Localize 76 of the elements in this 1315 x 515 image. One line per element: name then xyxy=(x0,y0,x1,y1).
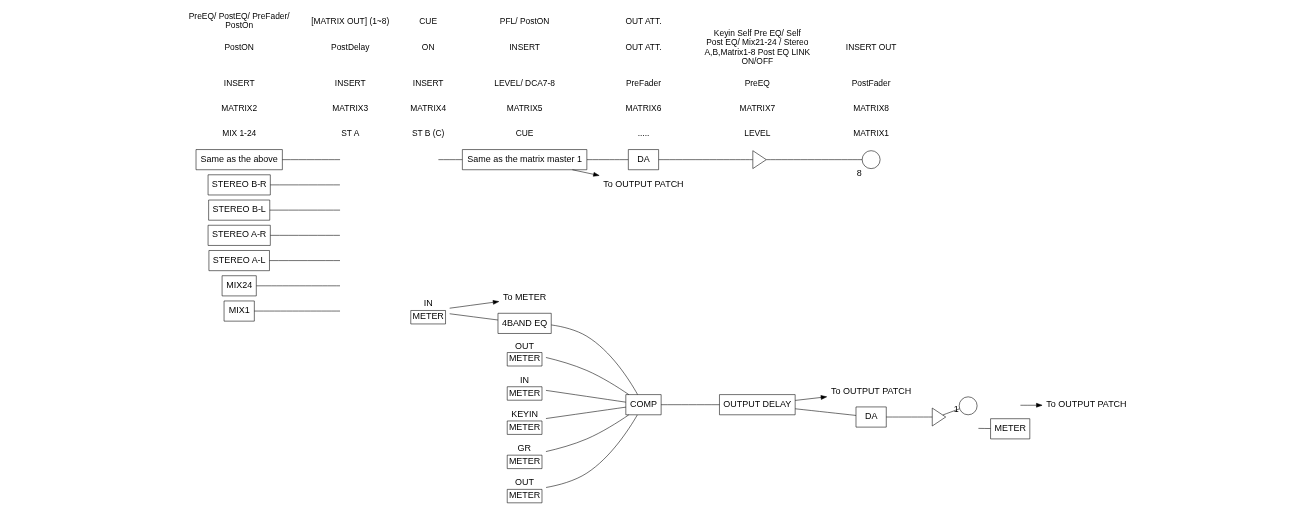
label: LEVEL xyxy=(744,128,771,139)
label: MATRIX5 xyxy=(506,103,543,114)
label: LEVEL/ DCA7-8 xyxy=(494,77,555,88)
label: MATRIX3 xyxy=(332,103,369,114)
label: MATRIX8 xyxy=(853,103,890,114)
label: OUT ATT. xyxy=(625,42,662,53)
label: PostFader xyxy=(851,77,891,88)
node-box: 4BAND EQ xyxy=(497,313,552,334)
node-circle xyxy=(861,150,881,169)
arrow xyxy=(449,300,500,309)
node-box: DA xyxy=(855,406,887,428)
node-box: METER xyxy=(990,418,1031,440)
node-box: STEREO A-L xyxy=(208,250,270,271)
node-triangle xyxy=(932,407,946,427)
node-label: 8 xyxy=(856,167,862,178)
label: ST B (C) xyxy=(411,128,445,139)
node-box: COMP xyxy=(625,394,662,416)
node-box: MIX1 xyxy=(223,300,255,322)
node-box: METER xyxy=(506,489,543,504)
label: MATRIX2 xyxy=(221,103,258,114)
label: Keyin Self Pre EQ/ Self Post EQ/ Mix21-24 / Stereo A,B,Matrix1-8 Post EQ LINK ON/OFF xyxy=(704,27,811,67)
label: INSERT xyxy=(412,77,444,88)
label: MATRIX6 xyxy=(625,103,662,114)
label: PreEQ/ PostEQ/ PreFader/ PostOn xyxy=(188,10,290,31)
node-box: STEREO B-L xyxy=(208,199,271,221)
label: MATRIX4 xyxy=(410,103,447,114)
node-box: METER xyxy=(410,310,446,325)
label: ON xyxy=(421,42,435,53)
node-box: MIX24 xyxy=(221,275,257,297)
label: CUE xyxy=(515,128,534,139)
arrow xyxy=(794,395,827,401)
node-label: IN xyxy=(520,374,530,385)
label: ..... xyxy=(637,128,650,139)
node-text: To METER xyxy=(502,292,547,303)
connector xyxy=(269,260,341,261)
label: PreFader xyxy=(625,77,662,88)
label: PostON xyxy=(224,42,254,53)
label: PFL/ PostON xyxy=(499,15,550,26)
label: OUT ATT. xyxy=(625,15,662,26)
node-text: To OUTPUT PATCH xyxy=(1046,399,1127,410)
node-text: To OUTPUT PATCH xyxy=(831,385,912,396)
node-circle xyxy=(958,396,978,416)
label: PreEQ xyxy=(744,77,770,88)
label: INSERT xyxy=(334,77,366,88)
arrow xyxy=(1020,403,1043,408)
node-box: METER xyxy=(506,386,543,401)
node-label: IN xyxy=(423,298,433,309)
label: CUE xyxy=(419,15,438,26)
node-box: DA xyxy=(628,149,659,171)
node-triangle xyxy=(752,150,767,169)
node-box: Same as the matrix master 1 xyxy=(462,149,588,171)
arrow xyxy=(572,169,600,177)
label: [MATRIX OUT] (1~8) xyxy=(311,15,390,26)
label: INSERT OUT xyxy=(845,42,897,53)
node-label: 1 xyxy=(953,403,959,414)
label: MATRIX1 xyxy=(853,128,890,139)
node-text: To OUTPUT PATCH xyxy=(603,179,684,190)
node-box: METER xyxy=(506,352,543,367)
node-box: METER xyxy=(506,454,543,469)
connector xyxy=(978,428,991,429)
label: MIX 1-24 xyxy=(222,128,257,139)
node-box: STEREO B-R xyxy=(207,174,271,196)
label: ST A xyxy=(341,128,360,139)
node-label: OUT xyxy=(515,340,535,351)
node-box: OUTPUT DELAY xyxy=(719,394,796,416)
label: PostDelay xyxy=(331,42,370,53)
label: INSERT xyxy=(509,42,540,53)
node-box: STEREO A-R xyxy=(207,225,271,246)
label: INSERT xyxy=(223,77,255,88)
node-box: Same as the above xyxy=(195,149,283,171)
node-label: GR xyxy=(517,443,532,454)
connector xyxy=(545,357,630,395)
label: MATRIX7 xyxy=(739,103,776,114)
node-label: KEYIN xyxy=(511,408,539,419)
node-box: METER xyxy=(506,420,543,435)
node-label: OUT xyxy=(515,477,535,488)
